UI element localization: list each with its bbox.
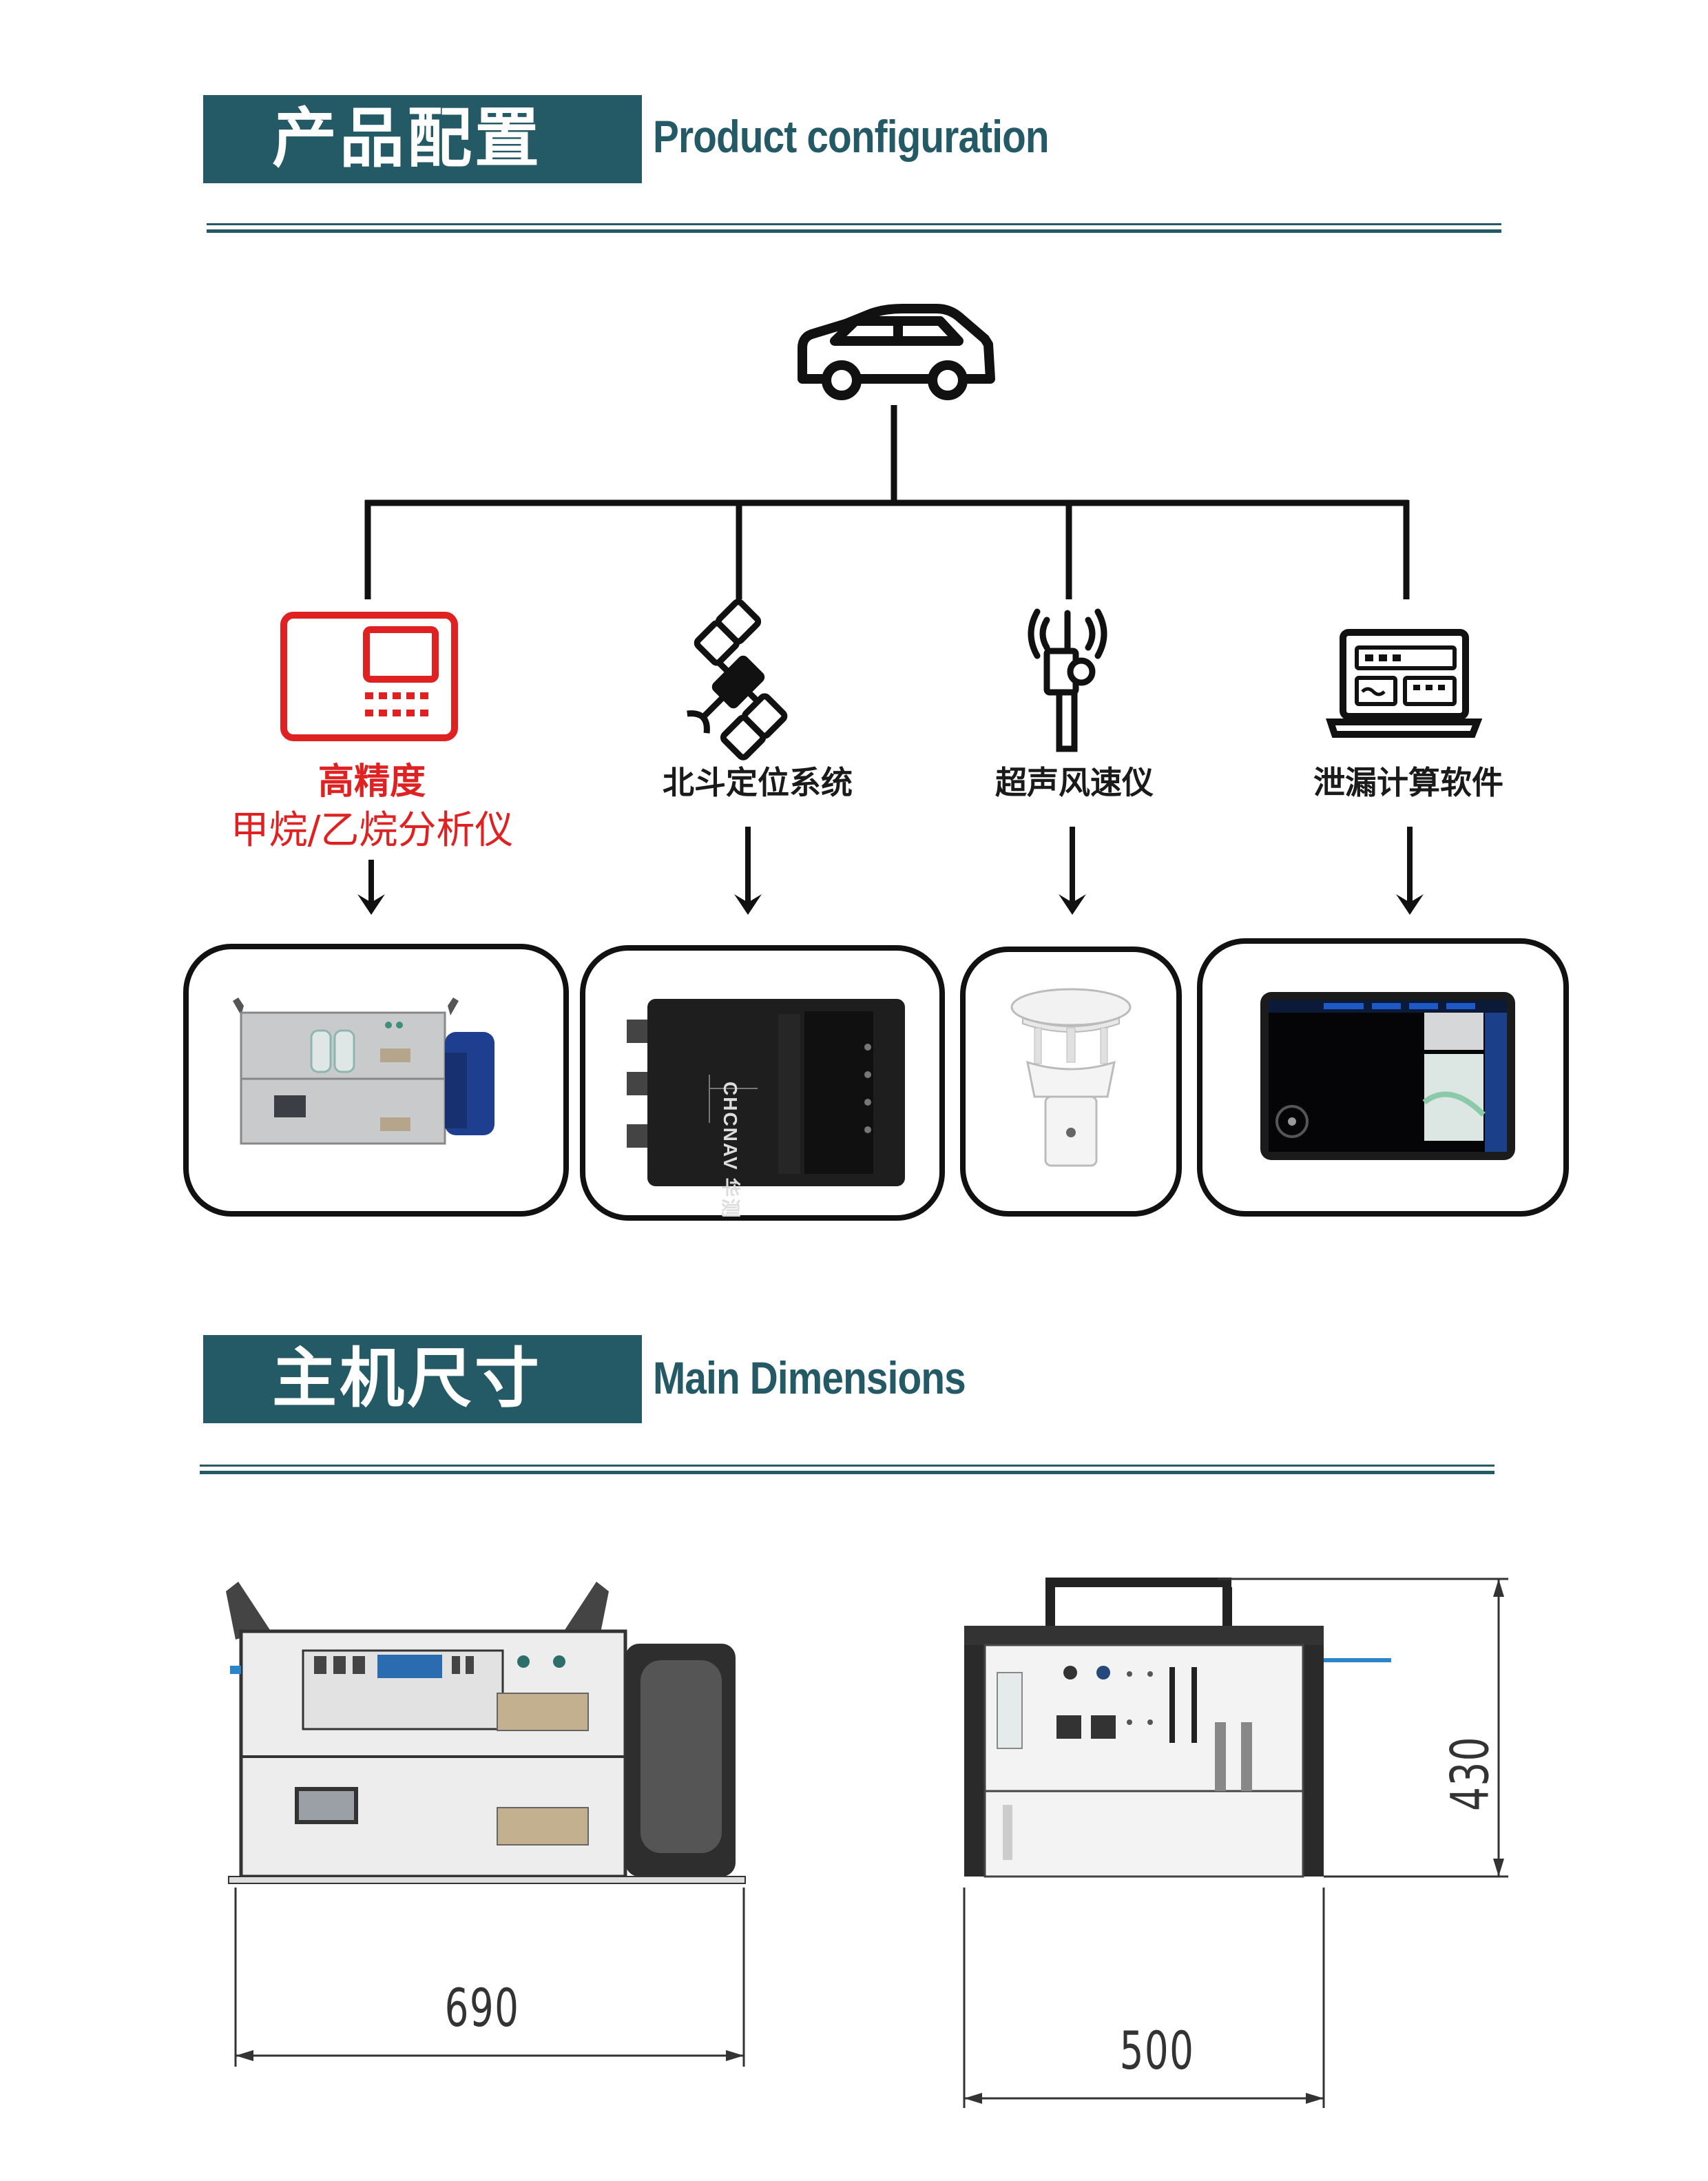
category-gnss: 北斗定位系统: [663, 764, 853, 801]
gnss-brand-label: CHCNAV 华测: [720, 1082, 741, 1219]
tree-lines: [364, 405, 1410, 599]
divider2-bottom: [200, 1471, 1494, 1474]
category-software: 泄漏计算软件: [1313, 764, 1503, 801]
satellite-icon: [687, 599, 788, 761]
section-title-zh: 产品配置: [203, 95, 642, 183]
category-analyzer-line2: 甲烷/乙烷分析仪: [230, 808, 514, 853]
divider-top: [207, 223, 1501, 225]
product-frame-software: [1197, 938, 1569, 1217]
section-title-en: Product configuration: [653, 111, 1050, 162]
anemometer-icon: [1028, 608, 1107, 752]
arrow-heads: [357, 894, 1424, 915]
section2-title-zh: 主机尺寸: [203, 1335, 642, 1423]
config-tree: [280, 304, 1483, 915]
software-icon: [1326, 629, 1483, 738]
dimension-height-label: 430: [1439, 1736, 1501, 1811]
divider2-top: [200, 1465, 1494, 1467]
down-arrows: [368, 827, 1413, 908]
product-frame-anemometer: [960, 947, 1182, 1217]
section2-title-en: Main Dimensions: [653, 1352, 966, 1403]
dimension-width-label: 690: [444, 1977, 520, 2038]
gnss-receiver-photo: [627, 999, 905, 1186]
side-view: [963, 1578, 1508, 2108]
analyzer-icon: [280, 612, 458, 741]
analyzer-photo: [233, 998, 494, 1145]
front-view: [226, 1582, 746, 2067]
anemometer-photo: [1010, 988, 1132, 1167]
product-frame-analyzer: [183, 944, 569, 1217]
category-analyzer-line1: 高精度: [317, 761, 426, 803]
car-icon: [798, 304, 995, 400]
category-anemometer: 超声风速仪: [995, 764, 1154, 801]
dimension-drawings: [226, 1578, 1508, 2108]
dimension-depth-label: 500: [1119, 2020, 1195, 2081]
divider-bottom: [207, 229, 1501, 233]
product-frame-gnss: CHCNAV 华测: [580, 945, 945, 1221]
tablet-software-photo: [1260, 992, 1515, 1160]
